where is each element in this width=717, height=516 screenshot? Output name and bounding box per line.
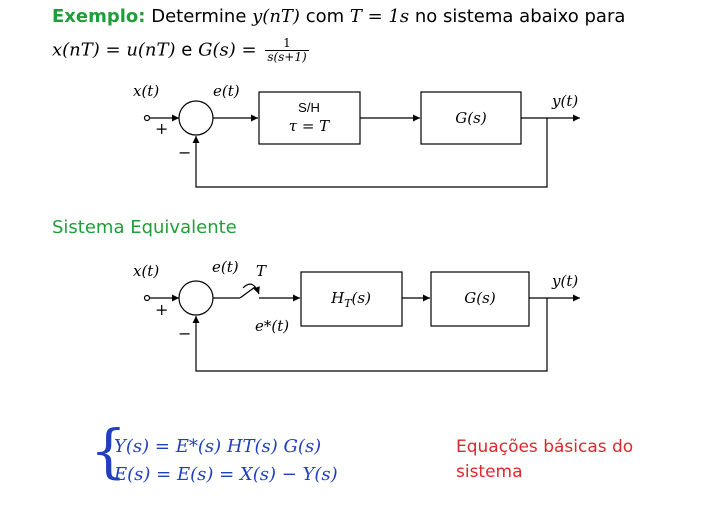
transfer-function-lhs: G(s) = bbox=[198, 39, 257, 61]
error-label-2: e(t) bbox=[212, 258, 239, 276]
diagram-1 bbox=[143, 91, 580, 188]
example-keyword: Exemplo: bbox=[52, 6, 146, 27]
fraction-denominator: s(s+1) bbox=[267, 50, 307, 64]
error-label: e(t) bbox=[213, 82, 240, 100]
diagram-1-labels: x(t) e(t) + − S/H τ = T G(s) y(t) bbox=[133, 82, 578, 162]
fraction-numerator: 1 bbox=[265, 37, 309, 51]
minus-sign-2: − bbox=[178, 324, 191, 343]
plant-label: G(s) bbox=[455, 109, 487, 127]
summing-junction-2 bbox=[178, 280, 214, 316]
diagram-2-labels: x(t) e(t) T e*(t) + − HT(s) G(s) y(t) bbox=[133, 258, 578, 343]
feedback-path-2 bbox=[192, 298, 548, 372]
sampler-switch bbox=[239, 286, 256, 299]
plant-block-2 bbox=[430, 271, 530, 327]
equivalent-system-title: Sistema Equivalente bbox=[52, 217, 237, 238]
sampling-period: T = 1s bbox=[349, 6, 410, 27]
summing-junction bbox=[178, 100, 214, 136]
output-label-2: y(t) bbox=[551, 272, 578, 290]
feedback-path bbox=[192, 118, 548, 188]
equation-output: Y(s) = E*(s) HT(s) G(s) bbox=[114, 436, 322, 457]
plus-sign-2: + bbox=[155, 300, 168, 319]
input-terminal bbox=[143, 114, 151, 122]
sampled-signal-label: e*(t) bbox=[255, 317, 289, 335]
hold-label: HT(s) bbox=[330, 289, 371, 310]
output-label: y(t) bbox=[551, 92, 578, 110]
problem-statement-line2: x(nT) = u(nT) e G(s) = 1 s(s+1) bbox=[52, 36, 309, 64]
input-label: x(t) bbox=[133, 82, 159, 100]
output-sequence: y(nT) bbox=[252, 6, 300, 27]
equation-error: E(s) = E(s) = X(s) − Y(s) bbox=[114, 464, 338, 485]
input-definition: x(nT) = u(nT) bbox=[52, 39, 176, 61]
plus-sign: + bbox=[155, 119, 168, 138]
sampler-period-label: T bbox=[256, 262, 267, 280]
problem-statement-line1: Exemplo: Determine y(nT) com T = 1s no s… bbox=[52, 6, 626, 27]
input-terminal-2 bbox=[143, 294, 151, 302]
sampler-rotation-arrow bbox=[242, 283, 260, 295]
minus-sign: − bbox=[178, 143, 191, 162]
equations-note: Equações básicas do sistema bbox=[456, 437, 634, 482]
transfer-function-fraction: 1 s(s+1) bbox=[265, 37, 309, 64]
sh-tau-label: τ = T bbox=[289, 117, 330, 135]
hold-block bbox=[300, 271, 403, 327]
input-label-2: x(t) bbox=[133, 262, 159, 280]
left-brace: { bbox=[90, 417, 127, 485]
diagram-2 bbox=[143, 271, 580, 372]
plant-label-2: G(s) bbox=[464, 289, 496, 307]
sh-label: S/H bbox=[298, 100, 320, 115]
